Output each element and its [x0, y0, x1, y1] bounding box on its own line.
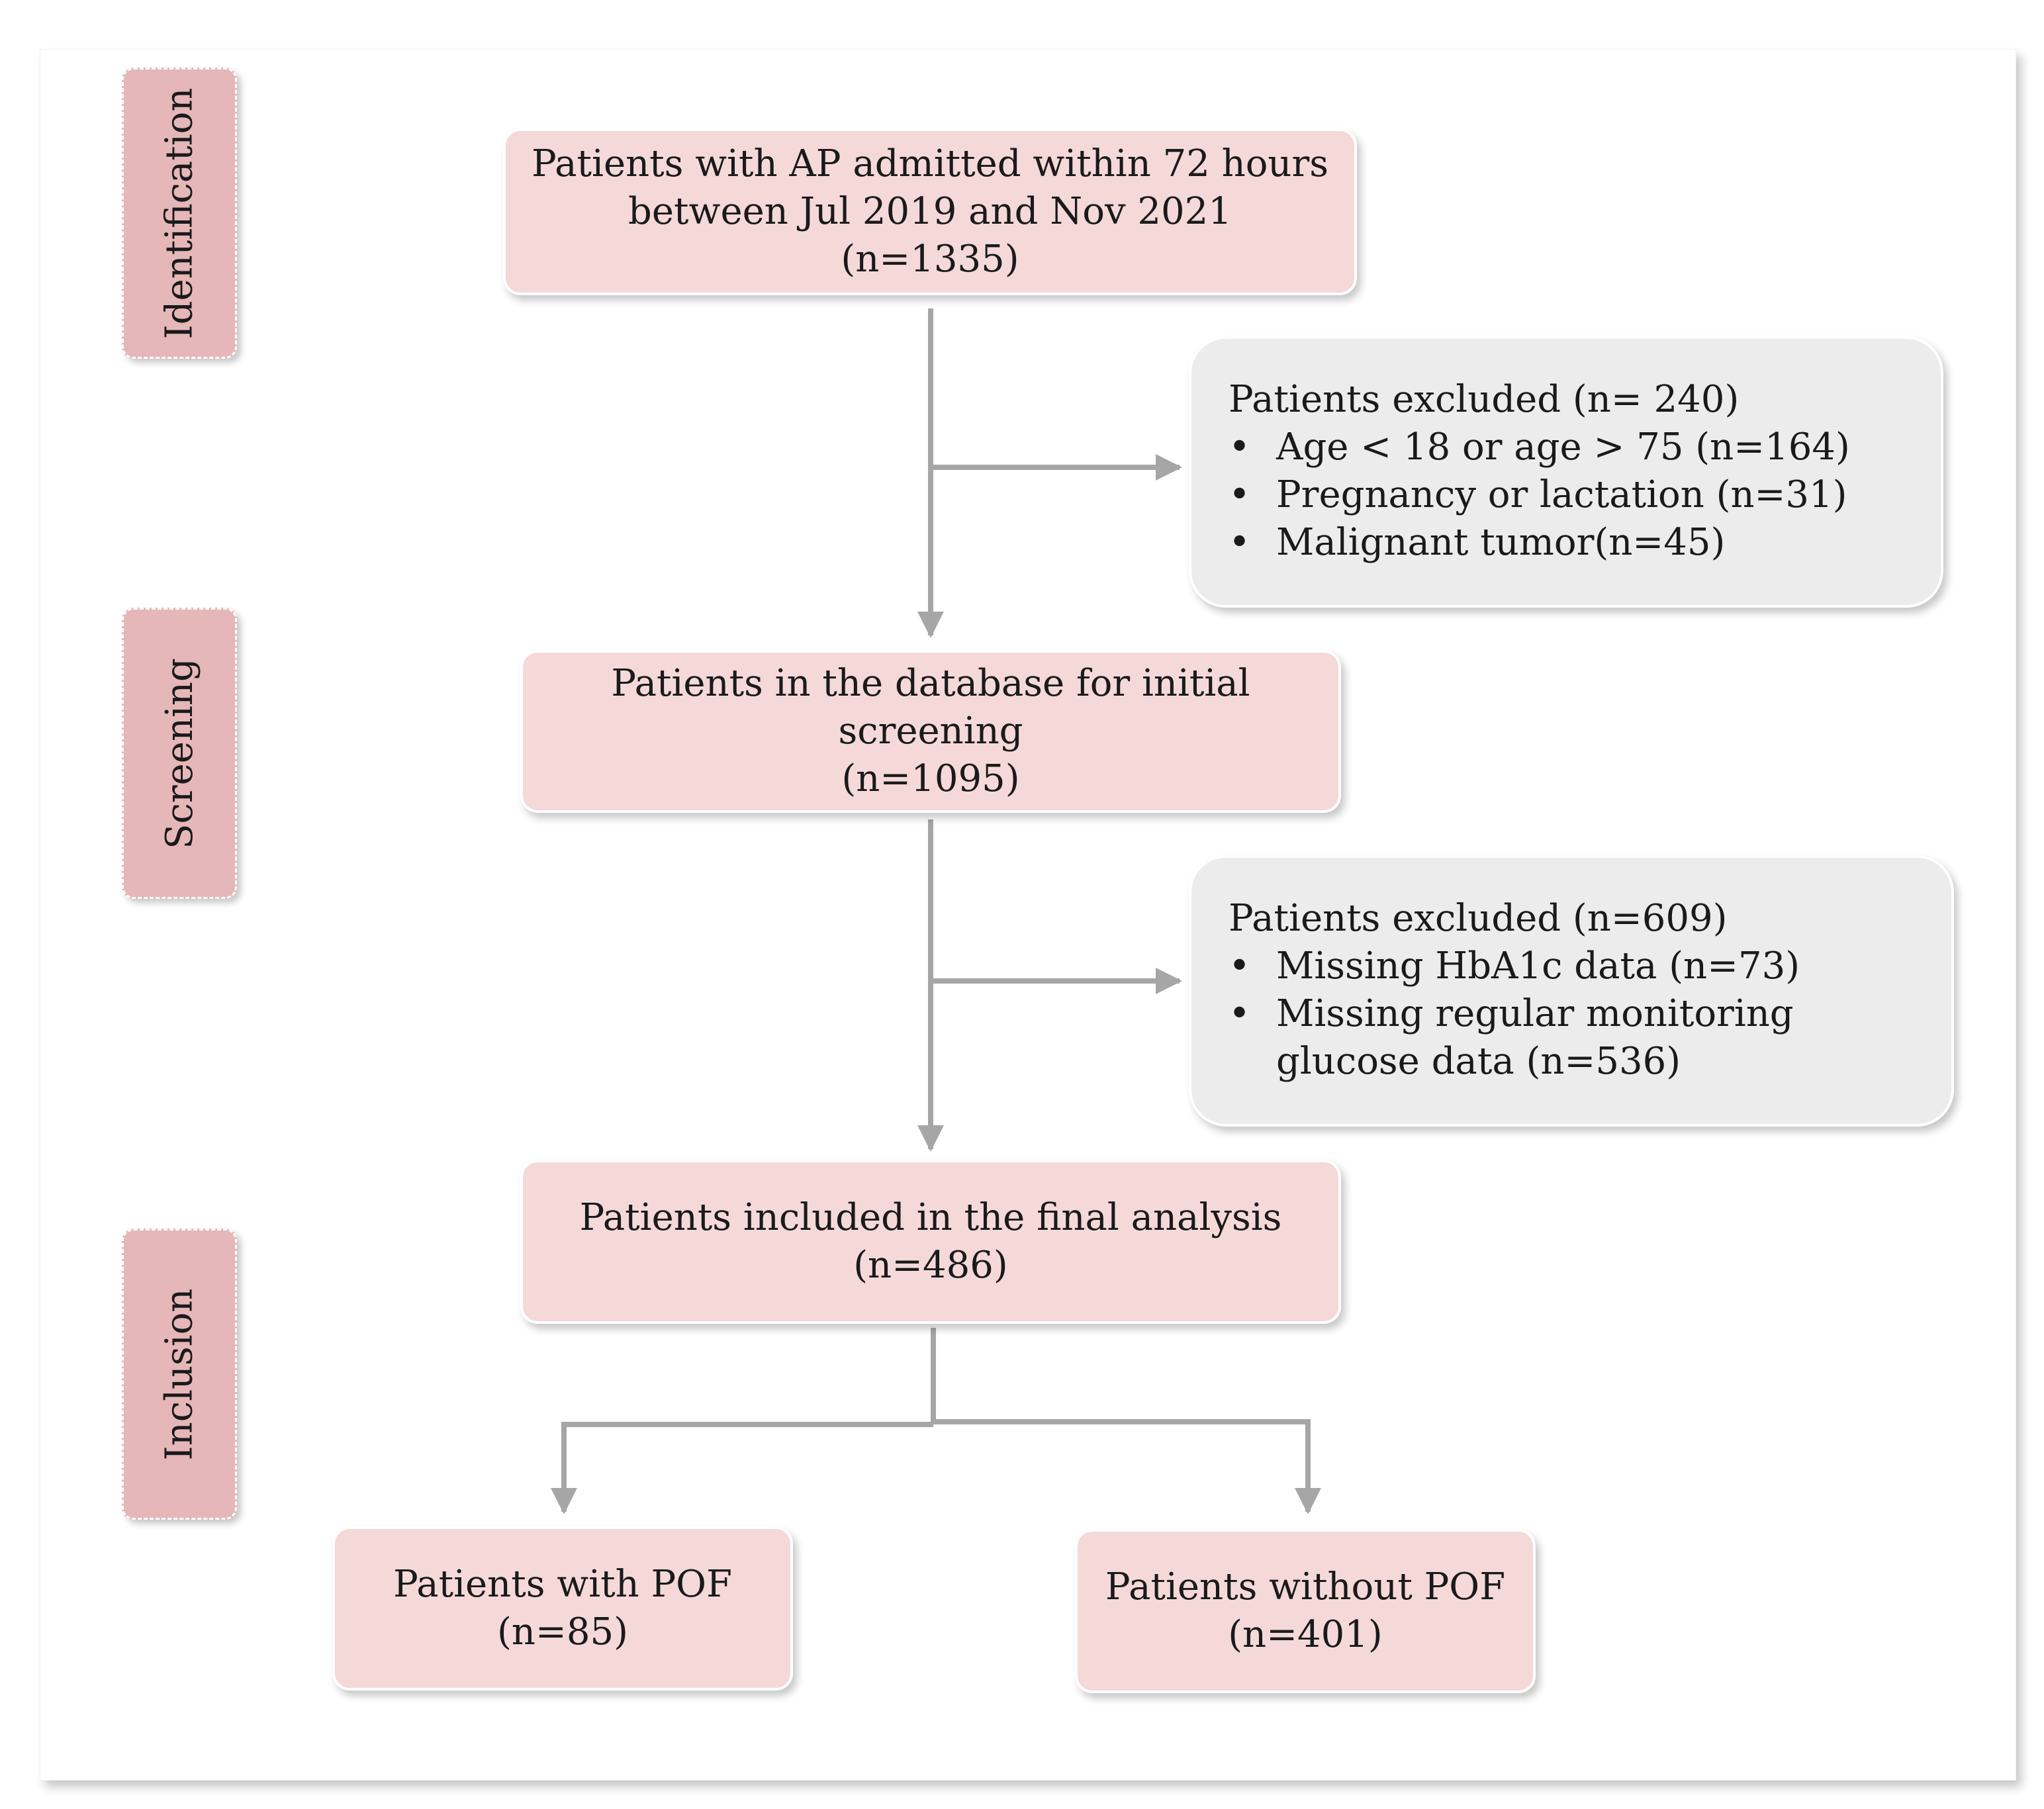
box-final: Patients included in the final analysis … — [520, 1160, 1341, 1324]
box-final-count: (n=486) — [853, 1244, 1008, 1287]
box-excluded-1: Patients excluded (n= 240) Age < 18 or a… — [1189, 336, 1943, 608]
box-with-pof-count: (n=85) — [497, 1610, 628, 1653]
box-without-pof: Patients without POF (n=401) — [1075, 1529, 1536, 1693]
box-excluded-2-title: Patients excluded (n=609) — [1229, 897, 1728, 940]
phase-inclusion: Inclusion — [122, 1229, 237, 1520]
box-admitted-line-2: between Jul 2019 and Nov 2021 — [628, 190, 1232, 233]
list-item: Malignant tumor(n=45) — [1229, 519, 1909, 567]
box-admitted-line-1: Patients with AP admitted within 72 hour… — [532, 142, 1328, 185]
box-excluded-2: Patients excluded (n=609) Missing HbA1c … — [1189, 855, 1954, 1127]
box-without-pof-label: Patients without POF — [1105, 1565, 1506, 1608]
box-screening: Patients in the database for initial scr… — [520, 650, 1341, 813]
box-excluded-1-list: Age < 18 or age > 75 (n=164) Pregnancy o… — [1229, 424, 1909, 567]
arrow-to-with-pof — [551, 1422, 933, 1514]
box-screening-line-1: Patients in the database for initial scr… — [611, 662, 1250, 753]
box-excluded-2-list: Missing HbA1c data (n=73) Missing regula… — [1229, 943, 1920, 1086]
list-item: Age < 18 or age > 75 (n=164) — [1229, 424, 1909, 471]
list-item: Missing HbA1c data (n=73) — [1229, 943, 1920, 990]
arrow-to-without-pof — [933, 1419, 1321, 1514]
list-item: Missing regular monitoring glucose data … — [1229, 990, 1920, 1086]
box-admitted-count: (n=1335) — [841, 238, 1019, 281]
phase-screening: Screening — [122, 608, 237, 899]
box-with-pof: Patients with POF (n=85) — [332, 1526, 793, 1691]
box-excluded-1-title: Patients excluded (n= 240) — [1229, 378, 1740, 421]
box-screening-count: (n=1095) — [841, 757, 1020, 800]
box-admitted: Patients with AP admitted within 72 hour… — [503, 128, 1357, 295]
box-without-pof-count: (n=401) — [1228, 1613, 1383, 1656]
phase-identification: Identification — [122, 68, 237, 359]
box-with-pof-label: Patients with POF — [393, 1563, 732, 1606]
box-final-line-1: Patients included in the final analysis — [579, 1196, 1282, 1239]
list-item: Pregnancy or lactation (n=31) — [1229, 471, 1909, 519]
